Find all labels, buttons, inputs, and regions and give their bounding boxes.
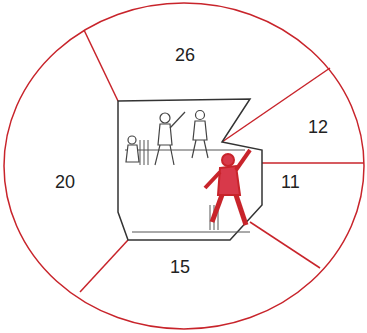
sector-dividers [80, 30, 364, 292]
sector-number: 26 [175, 46, 195, 64]
sector-number: 20 [55, 173, 75, 191]
sector-number: 11 [281, 173, 300, 191]
picture-shield [118, 99, 262, 240]
spinner-rim [4, 3, 364, 329]
sector-number: 15 [170, 258, 190, 276]
cricket-illustration [125, 111, 250, 233]
sector-number: 12 [308, 118, 328, 136]
